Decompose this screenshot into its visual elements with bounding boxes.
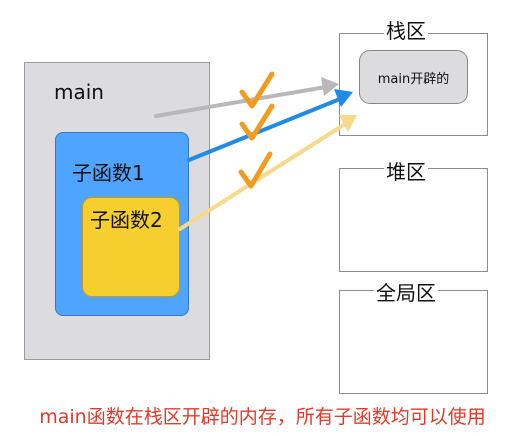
caption: main函数在栈区开辟的内存，所有子函数均可以使用 (39, 406, 486, 428)
main-function-label: main (54, 80, 104, 104)
heap-region (339, 168, 488, 272)
sub-function-1-label: 子函数1 (72, 161, 145, 185)
stack-allocation-label: main开辟的 (377, 71, 450, 87)
check-mark-icon (239, 71, 275, 109)
global-region-label: 全局区 (374, 281, 438, 305)
check-mark-icon (239, 103, 275, 141)
main-arrow-head (321, 77, 339, 96)
global-region (339, 290, 488, 394)
sub-function-2-block (82, 197, 180, 297)
heap-region-label: 堆区 (384, 160, 428, 184)
sub-function-2-label: 子函数2 (90, 208, 163, 232)
sub1-arrow-line (187, 97, 342, 162)
check-mark-icon (238, 151, 273, 189)
stack-region-label: 栈区 (384, 19, 428, 43)
stack-allocation-block: main开辟的 (359, 50, 468, 104)
